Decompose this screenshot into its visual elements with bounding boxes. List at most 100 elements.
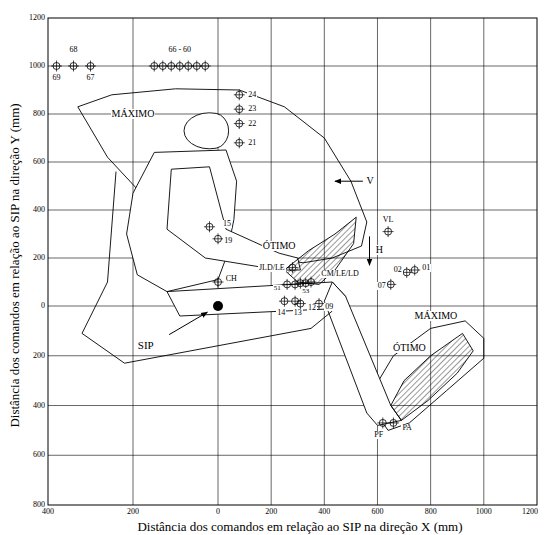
control-point	[239, 89, 240, 100]
zone-label: ÓTIMO	[262, 241, 297, 251]
direction-label: H	[375, 245, 384, 255]
control-point	[239, 104, 240, 115]
callout-number: 23	[247, 105, 257, 113]
callout-number: 13	[293, 309, 303, 317]
control-point	[292, 262, 293, 273]
operator-arm	[167, 167, 300, 270]
axis-tick: 1000	[28, 62, 46, 70]
axis-title: Distância dos comandos em relação ao SIP…	[8, 102, 21, 428]
control-point	[56, 61, 57, 72]
control-point	[284, 296, 285, 307]
control-point	[218, 277, 219, 288]
callout-number: 69	[52, 74, 62, 82]
control-point	[295, 279, 296, 290]
callout-number: PA	[401, 424, 413, 432]
zone-label: MÁXIMO	[111, 109, 156, 119]
axis-tick: 1200	[28, 14, 46, 22]
control-point	[414, 265, 415, 276]
direction-arrow	[335, 181, 363, 182]
callout-number: 67	[86, 74, 96, 82]
callout-number: 53	[301, 288, 310, 295]
callout-number: 15	[222, 220, 232, 228]
callout-number: 02	[393, 266, 403, 274]
control-point	[162, 61, 163, 72]
axis-title: Distância dos comandos em relação ao SIP…	[136, 520, 463, 533]
zone-label: MÁXIMO	[414, 311, 459, 321]
control-point	[196, 61, 197, 72]
axis-tick: 200	[32, 352, 46, 360]
axis-tick: 400	[32, 206, 46, 214]
callout-number: 51	[273, 285, 282, 292]
grid-line	[48, 210, 537, 211]
operator-thigh	[167, 282, 346, 316]
plot-frame	[48, 18, 537, 505]
axis-tick: 400	[317, 508, 331, 516]
operator-head	[184, 113, 229, 149]
grid-line	[430, 18, 431, 505]
operator-leg	[324, 282, 401, 425]
control-point	[239, 118, 240, 129]
callout-number: 12	[307, 304, 317, 312]
control-point	[154, 61, 155, 72]
direction-arrow	[369, 236, 370, 265]
axis-tick: 400	[41, 508, 55, 516]
callout-number: 19	[223, 237, 233, 245]
callout-number: 24	[247, 91, 257, 99]
callout-number: VL	[382, 216, 395, 224]
control-point	[188, 61, 189, 72]
direction-label: V	[366, 176, 375, 186]
grid-line	[48, 455, 537, 456]
axis-tick: 600	[370, 508, 384, 516]
axis-tick: 600	[32, 451, 46, 459]
control-point	[218, 233, 219, 244]
control-point	[393, 417, 394, 428]
axis-tick: 600	[32, 158, 46, 166]
callout-number: 66 - 60	[167, 46, 192, 54]
control-point	[406, 267, 407, 278]
callout-number: 21	[247, 139, 257, 147]
control-point	[382, 417, 383, 428]
control-point	[311, 277, 312, 288]
leader-arrow	[169, 312, 207, 334]
control-point	[287, 279, 288, 290]
callout-number: 68	[69, 46, 79, 54]
callout-number: 14	[276, 309, 286, 317]
axis-tick: 1200	[521, 508, 539, 516]
control-point	[305, 278, 306, 289]
control-points	[51, 61, 420, 429]
envelopes	[78, 89, 484, 431]
callout-number: 01	[421, 264, 431, 272]
axis-tick: 1000	[475, 508, 493, 516]
control-point	[295, 296, 296, 307]
grid-line	[48, 162, 537, 163]
control-point	[319, 298, 320, 309]
callout-number: PF	[373, 431, 384, 439]
axis-tick: 800	[32, 110, 46, 118]
grid-line	[483, 18, 484, 505]
callout-number: JLD/LE	[258, 264, 286, 272]
seat-outline	[82, 172, 332, 364]
callout-number: CM/LE/LD	[320, 270, 359, 278]
callout-number: 07	[377, 282, 387, 290]
control-point	[388, 226, 389, 237]
callout-label: SIP	[137, 340, 155, 351]
zone-label: ÓTIMO	[392, 343, 427, 353]
sip-point	[213, 301, 223, 311]
grid-line	[48, 405, 537, 406]
control-point	[73, 61, 74, 72]
control-point	[205, 61, 206, 72]
axis-tick: 200	[126, 508, 140, 516]
axis-tick: 400	[32, 402, 46, 410]
axis-tick: 800	[424, 508, 438, 516]
control-point	[209, 221, 210, 232]
grid-line	[48, 66, 537, 67]
axis-tick: 200	[264, 508, 278, 516]
control-point	[239, 137, 240, 148]
callout-number: 22	[247, 120, 257, 128]
control-point	[90, 61, 91, 72]
control-point	[390, 279, 391, 290]
optimum-foot-zone	[391, 333, 473, 420]
callout-number: 09	[324, 303, 334, 311]
control-point	[300, 298, 301, 309]
